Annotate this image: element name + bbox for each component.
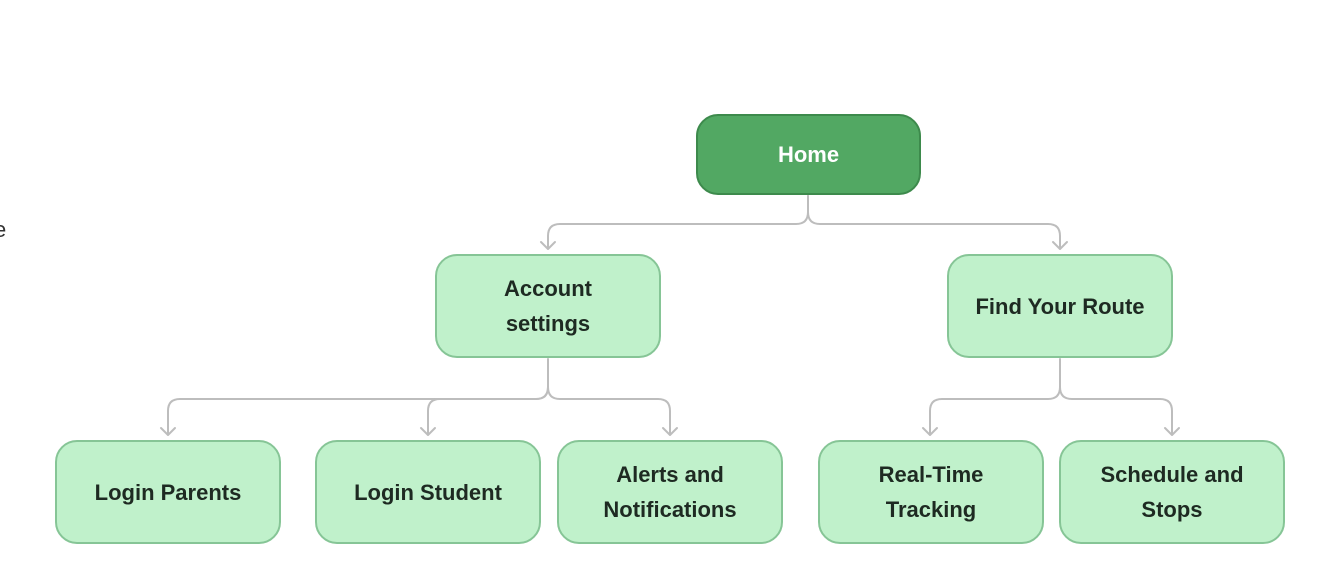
arrowhead-find-your-route xyxy=(1052,241,1068,250)
node-login-student-label: Login Student xyxy=(354,479,502,505)
arrowhead-real-time-tracking xyxy=(922,427,938,436)
node-account-settings[interactable]: Account settings xyxy=(435,254,661,358)
arrowhead-account-settings xyxy=(540,241,556,250)
node-find-your-route-label: Find Your Route xyxy=(975,293,1145,319)
node-login-student[interactable]: Login Student xyxy=(315,440,541,544)
arrowhead-login-parents xyxy=(160,427,176,436)
connector-home-to-account-settings xyxy=(547,195,809,249)
node-alerts-and-notifications-label: Alerts and Notifications xyxy=(603,462,737,522)
arrowhead-login-student xyxy=(420,427,436,436)
connector-find-your-route-to-real-time-tracking xyxy=(929,358,1061,435)
node-real-time-tracking[interactable]: Real-Time Tracking xyxy=(818,440,1044,544)
connector-account-settings-to-login-student xyxy=(427,386,549,435)
cropped-text-fragment: e xyxy=(0,218,7,242)
connector-home-to-find-your-route xyxy=(807,195,1061,249)
connector-find-your-route-to-schedule-and-stops xyxy=(1059,386,1173,435)
node-account-settings-label: Account settings xyxy=(504,276,592,336)
node-login-parents[interactable]: Login Parents xyxy=(55,440,281,544)
node-schedule-and-stops[interactable]: Schedule and Stops xyxy=(1059,440,1285,544)
node-home-label: Home xyxy=(777,142,840,167)
node-schedule-and-stops-label: Schedule and Stops xyxy=(1100,462,1244,522)
node-find-your-route[interactable]: Find Your Route xyxy=(947,254,1173,358)
node-alerts-and-notifications[interactable]: Alerts and Notifications xyxy=(557,440,783,544)
arrowhead-schedule-and-stops xyxy=(1164,427,1180,436)
arrowhead-alerts-and-notifications xyxy=(662,427,678,436)
node-login-parents-label: Login Parents xyxy=(94,479,242,505)
node-home[interactable]: Home xyxy=(696,114,921,195)
connector-account-settings-to-login-parents xyxy=(167,358,549,435)
connector-account-settings-to-alerts-and-notifications xyxy=(547,386,671,435)
node-real-time-tracking-label: Real-Time Tracking xyxy=(878,462,984,522)
